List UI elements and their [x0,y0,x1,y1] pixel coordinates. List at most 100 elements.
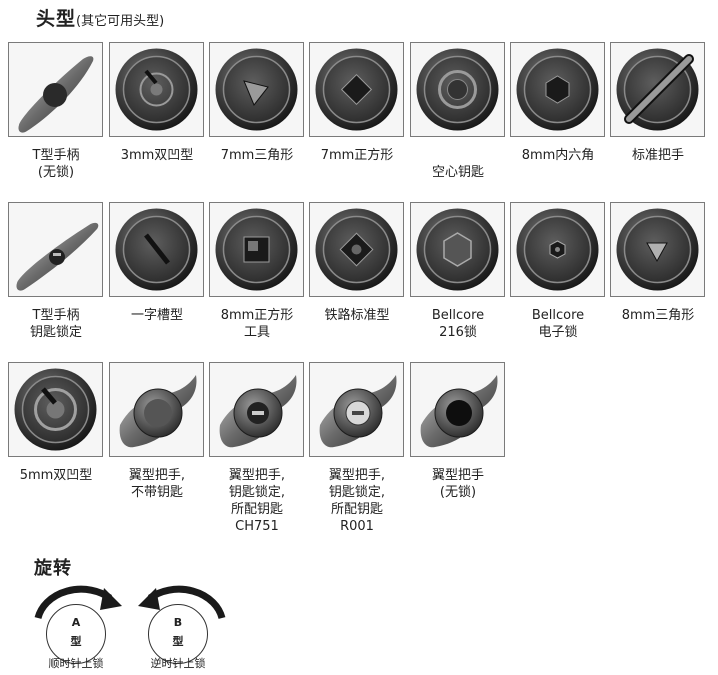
caption-line: 216锁 [439,325,477,340]
head-type-caption: T型手柄钥匙锁定 [4,307,108,341]
head-type-tile [8,202,103,297]
caption-line: CH751 [235,519,279,534]
head-type-caption: 8mm内六角 [506,147,610,164]
hexagon-icon [516,48,599,131]
railway-icon [315,208,398,291]
caption-line: 8mm内六角 [521,148,595,163]
head-type-tile [510,42,605,137]
type-a-caption: 顺时针上锁 [48,657,104,670]
caption-line: (无锁) [37,165,75,180]
head-type-caption: 8mm三角形 [606,307,710,324]
head-type-caption: 5mm双凹型 [4,467,108,484]
counterclockwise-arrow-icon [138,585,226,620]
caption-line: 不带钥匙 [130,485,183,500]
caption-line: R001 [340,519,374,534]
caption-line: 8mm正方形 [220,308,294,323]
caption-line: 铁路标准型 [324,308,390,323]
bellcore-216-icon [416,208,499,291]
head-type-tile [410,202,505,297]
type-b-caption: 逆时针上锁 [150,657,206,670]
caption-line: 工具 [243,325,270,340]
caption-line: 标准把手 [631,148,684,163]
section-heading: 头型(其它可用头型) [36,4,164,31]
head-type-caption: T型手柄 (无锁) [4,147,108,181]
triangle-8mm-icon [616,208,699,291]
wing-nolock-icon [420,375,498,448]
type-b-badge: B 型 [148,604,208,664]
head-type-caption: 翼型把手 (无锁) [406,467,510,501]
caption-line: T型手柄 [32,148,80,163]
wing-plain-icon [119,375,197,448]
head-type-tile [410,362,505,457]
type-a-letter: A [71,616,81,629]
double-groove-5mm-icon [14,368,97,451]
head-type-tile [209,202,304,297]
bellcore-electronic-icon [516,208,599,291]
head-type-tile [309,42,404,137]
rotation-heading: 旋转 [34,558,72,579]
t-handle-key-icon [16,222,99,291]
head-type-tile [209,362,304,457]
heading-title: 头型 [36,8,77,30]
standard-handle-icon [616,48,699,131]
caption-line: 翼型把手 [431,468,484,483]
caption-line: (无锁) [439,485,477,500]
head-type-caption: 铁路标准型 [305,307,409,324]
caption-line: 8mm三角形 [621,308,695,323]
type-b-label: 型 [172,635,184,648]
head-type-caption: Bellcore 216锁 [406,307,510,341]
caption-line: 7mm三角形 [220,148,294,163]
wing-ch751-icon [219,375,297,448]
caption-line [406,147,510,164]
caption-line: 7mm正方形 [320,148,394,163]
caption-line: 电子锁 [538,325,578,340]
caption-line: 翼型把手, [328,468,386,483]
hollow-key-icon [416,48,499,131]
square-icon [315,48,398,131]
triangle-icon [215,48,298,131]
head-type-tile [109,202,204,297]
wing-r001-icon [319,375,397,448]
head-type-caption: 标准把手 [606,147,710,164]
head-type-caption: 翼型把手, 钥匙锁定, 所配钥匙 R001 [305,467,409,535]
caption-line: T型手柄 [32,308,80,323]
caption-line: 钥匙锁定, [228,485,286,500]
t-handle-icon [18,56,94,133]
head-type-caption: Bellcore 电子锁 [506,307,610,341]
head-type-caption: 空心钥匙 [406,147,510,181]
type-b-letter: B [173,616,183,629]
double-groove-icon [115,48,198,131]
type-a-label: 型 [70,635,82,648]
caption-line: 所配钥匙 [330,502,383,517]
head-type-tile [8,362,103,457]
caption-line: 翼型把手, [128,468,186,483]
caption-line: 钥匙锁定 [29,325,82,340]
head-type-caption: 8mm正方形工具 [205,307,309,341]
head-type-tile [309,362,404,457]
head-type-tile [410,42,505,137]
head-type-caption: 翼型把手, 钥匙锁定, 所配钥匙 CH751 [205,467,309,535]
head-type-tile [309,202,404,297]
caption-line: 空心钥匙 [431,165,484,180]
slot-icon [115,208,198,291]
head-type-tile [209,42,304,137]
caption-line: 钥匙锁定, [328,485,386,500]
head-type-tile [109,42,204,137]
head-type-caption: 7mm正方形 [305,147,409,164]
clockwise-arrow-icon [34,585,122,620]
caption-line: 5mm双凹型 [19,468,93,483]
head-type-caption: 7mm三角形 [205,147,309,164]
caption-line: 一字槽型 [130,308,183,323]
caption-line: Bellcore [431,308,485,323]
head-type-tile [109,362,204,457]
caption-line: Bellcore [531,308,585,323]
caption-line: 翼型把手, [228,468,286,483]
caption-line: 所配钥匙 [230,502,283,517]
head-type-tile [610,42,705,137]
head-type-tile [8,42,103,137]
caption-line: 3mm双凹型 [120,148,194,163]
head-type-tile [610,202,705,297]
head-type-caption: 3mm双凹型 [105,147,209,164]
heading-subtitle: (其它可用头型) [76,14,165,29]
type-a-badge: A 型 [46,604,106,664]
